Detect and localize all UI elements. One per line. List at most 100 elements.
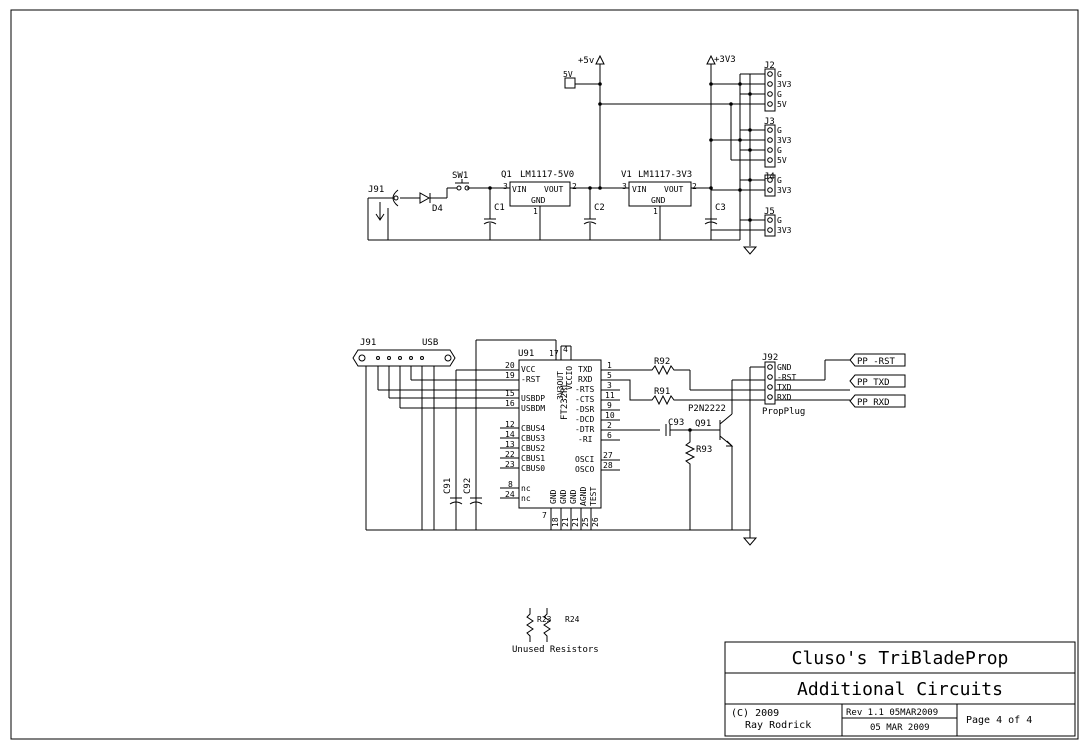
svg-text:GND: GND bbox=[559, 489, 568, 504]
svg-text:VIN: VIN bbox=[512, 185, 527, 194]
svg-text:TEST: TEST bbox=[589, 487, 598, 506]
capacitor-c1: C1 bbox=[483, 188, 505, 240]
r23-label: R23 bbox=[537, 615, 552, 624]
svg-text:12: 12 bbox=[505, 420, 515, 429]
svg-text:G: G bbox=[777, 90, 782, 99]
sheet-subtitle: Additional Circuits bbox=[797, 679, 1003, 700]
svg-text:VIN: VIN bbox=[632, 185, 647, 194]
svg-text:U91: U91 bbox=[518, 349, 534, 359]
svg-text:3V3: 3V3 bbox=[777, 136, 792, 145]
plus5v-symbol bbox=[595, 54, 605, 65]
ftdi-chip-u91: U91 FT232RL 3V3OUT VCCIO bbox=[518, 349, 602, 509]
svg-text:R92: R92 bbox=[654, 357, 670, 367]
svg-text:1: 1 bbox=[607, 361, 612, 370]
svg-text:-RTS: -RTS bbox=[575, 385, 594, 394]
svg-text:C1: C1 bbox=[494, 203, 505, 213]
svg-text:1: 1 bbox=[653, 207, 658, 216]
svg-text:21: 21 bbox=[571, 517, 580, 527]
svg-text:G: G bbox=[777, 146, 782, 155]
sheet-title: Cluso's TriBladeProp bbox=[792, 648, 1009, 669]
regulator-q1: Q1 LM1117-5V0 VIN VOUT GND 3 2 1 bbox=[501, 170, 577, 216]
svg-text:2: 2 bbox=[607, 421, 612, 430]
svg-text:PropPlug: PropPlug bbox=[762, 407, 805, 417]
svg-text:GND: GND bbox=[651, 196, 666, 205]
r24-label: R24 bbox=[565, 615, 580, 624]
net-flag-pp-rst: PP -RST bbox=[849, 353, 906, 367]
svg-text:VOUT: VOUT bbox=[544, 185, 563, 194]
svg-text:26: 26 bbox=[591, 517, 600, 527]
svg-text:3V3: 3V3 bbox=[777, 80, 792, 89]
svg-text:LM1117-5V0: LM1117-5V0 bbox=[520, 170, 574, 180]
resistor-r93: R93 bbox=[684, 430, 712, 530]
usb-ground-symbol bbox=[742, 537, 758, 546]
capacitor-c91: C91 bbox=[443, 478, 463, 505]
svg-text:6: 6 bbox=[607, 431, 612, 440]
sheet-border bbox=[10, 9, 1079, 740]
svg-text:GND: GND bbox=[569, 489, 578, 504]
svg-text:21: 21 bbox=[561, 517, 570, 527]
connector-j92: J92 GND -RST TXD RXD PropPlug bbox=[762, 353, 805, 417]
svg-text:-CTS: -CTS bbox=[575, 395, 594, 404]
svg-text:5V: 5V bbox=[777, 156, 787, 165]
svg-text:C92: C92 bbox=[463, 478, 473, 494]
transistor-q91: Q91 P2N2222 bbox=[688, 380, 734, 530]
chip-right-pins: TXD 1 RXD 5 -RTS 3 -CTS 11 -DSR 9 -DCD 1… bbox=[575, 361, 615, 474]
svg-text:9: 9 bbox=[607, 401, 612, 410]
svg-text:-RST: -RST bbox=[521, 375, 540, 384]
svg-text:3V3: 3V3 bbox=[777, 226, 792, 235]
svg-text:VOUT: VOUT bbox=[664, 185, 683, 194]
svg-text:J92: J92 bbox=[762, 353, 778, 363]
svg-text:-DSR: -DSR bbox=[575, 405, 594, 414]
svg-text:G: G bbox=[777, 176, 782, 185]
usb-connector-j91: J91 USB bbox=[352, 338, 456, 367]
regulator-v1: V1 LM1117-3V3 VIN VOUT GND 3 2 1 bbox=[621, 170, 697, 216]
svg-text:D4: D4 bbox=[432, 204, 443, 214]
svg-text:PP TXD: PP TXD bbox=[857, 378, 890, 388]
title-block: Cluso's TriBladeProp Additional Circuits… bbox=[724, 641, 1076, 737]
svg-text:22: 22 bbox=[505, 450, 515, 459]
svg-text:CBUS0: CBUS0 bbox=[521, 464, 545, 473]
svg-text:27: 27 bbox=[603, 451, 613, 460]
svg-text:VCCIO: VCCIO bbox=[565, 366, 574, 390]
svg-text:28: 28 bbox=[603, 461, 613, 470]
svg-text:18: 18 bbox=[551, 517, 560, 527]
svg-text:PP RXD: PP RXD bbox=[857, 398, 890, 408]
plus3v3-symbol bbox=[706, 54, 716, 65]
svg-text:20: 20 bbox=[505, 361, 515, 370]
svg-text:RXD: RXD bbox=[777, 393, 792, 402]
svg-text:TXD: TXD bbox=[777, 383, 792, 392]
svg-text:Q1: Q1 bbox=[501, 170, 512, 180]
svg-text:11: 11 bbox=[605, 391, 615, 400]
svg-text:3: 3 bbox=[503, 182, 508, 191]
svg-text:2: 2 bbox=[692, 182, 697, 191]
svg-text:5V: 5V bbox=[777, 100, 787, 109]
net-flag-pp-txd: PP TXD bbox=[849, 374, 906, 388]
svg-text:C91: C91 bbox=[443, 478, 453, 494]
svg-text:VCC: VCC bbox=[521, 365, 536, 374]
svg-text:Q91: Q91 bbox=[695, 419, 711, 429]
svg-text:-RST: -RST bbox=[777, 373, 796, 382]
revision: Rev 1.1 05MAR2009 bbox=[846, 708, 938, 718]
svg-text:GND: GND bbox=[777, 363, 792, 372]
svg-text:10: 10 bbox=[605, 411, 615, 420]
capacitor-c93: C93 bbox=[665, 418, 720, 436]
svg-text:2: 2 bbox=[572, 182, 577, 191]
svg-text:25: 25 bbox=[581, 517, 590, 527]
svg-text:5: 5 bbox=[607, 371, 612, 380]
svg-text:J3: J3 bbox=[764, 117, 775, 127]
svg-text:USBDP: USBDP bbox=[521, 394, 545, 403]
copyright: (C) 2009 bbox=[731, 708, 779, 719]
svg-text:J4: J4 bbox=[764, 172, 775, 182]
svg-text:14: 14 bbox=[505, 430, 515, 439]
svg-text:J5: J5 bbox=[764, 207, 775, 217]
svg-text:J91: J91 bbox=[360, 338, 376, 348]
svg-text:C2: C2 bbox=[594, 203, 605, 213]
svg-text:7: 7 bbox=[542, 511, 547, 520]
svg-text:-DCD: -DCD bbox=[575, 415, 594, 424]
resistor-r92: R92 bbox=[640, 357, 690, 376]
svg-text:J91: J91 bbox=[368, 185, 384, 195]
unused-resistors: R23 R24 Unused Resistors bbox=[512, 608, 599, 655]
svg-text:3: 3 bbox=[622, 182, 627, 191]
svg-text:V1: V1 bbox=[621, 170, 632, 180]
